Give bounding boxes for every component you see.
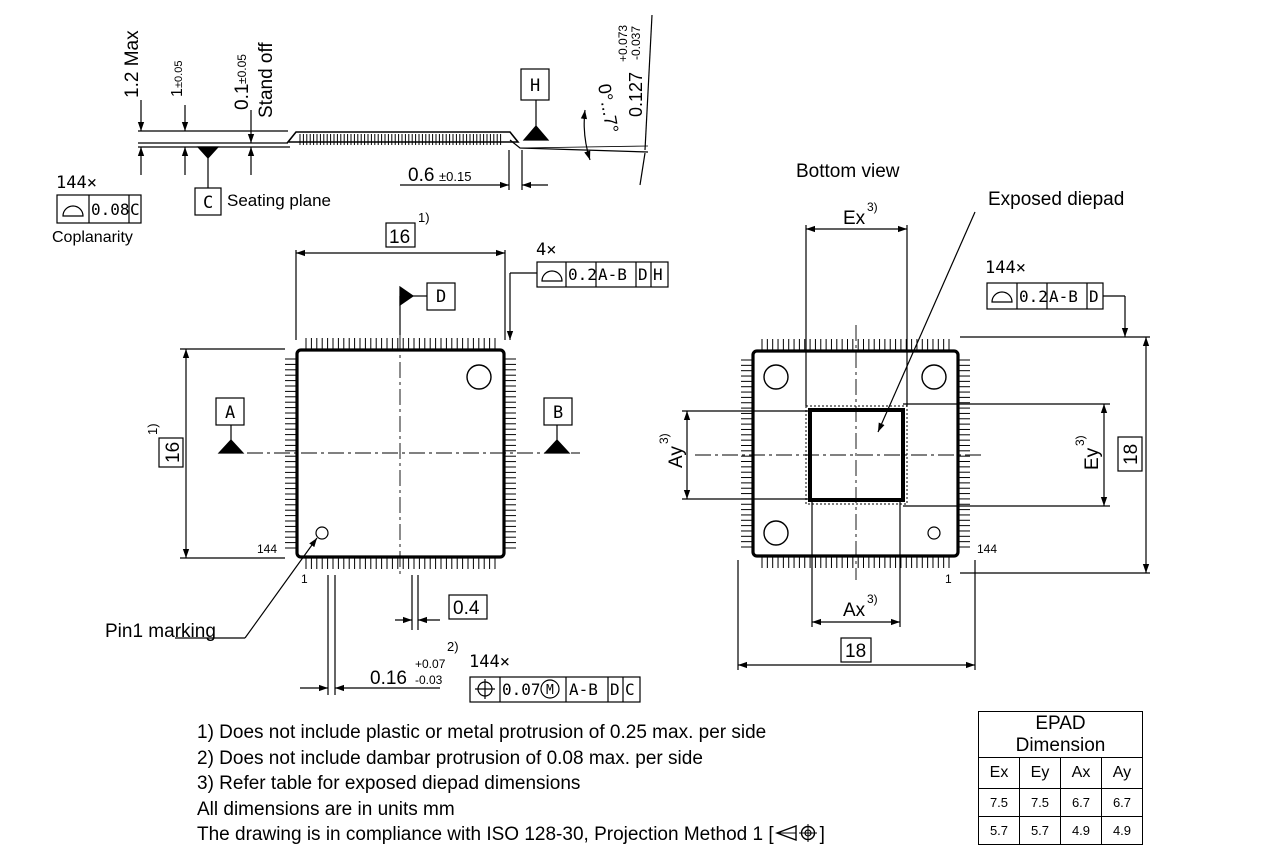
body-width-value: 16 bbox=[389, 227, 410, 248]
coplanarity-ref: C bbox=[130, 200, 140, 219]
epad-dimension-table: EPAD Dimension Ex Ey Ax Ay 7.5 7.5 6.7 6… bbox=[978, 711, 1143, 845]
epad-cell: 6.7 bbox=[1060, 788, 1102, 817]
dim-ay-note: 3) bbox=[657, 433, 671, 444]
note-3: 3) Refer table for exposed diepad dimens… bbox=[197, 773, 581, 794]
profile-top-ref1: A-B bbox=[598, 265, 627, 284]
profile-top-count: 4× bbox=[536, 240, 556, 260]
epad-cell: 4.9 bbox=[1060, 816, 1102, 845]
note-5-row: The drawing is in compliance with ISO 12… bbox=[197, 822, 825, 848]
coplanarity-count: 144× bbox=[56, 173, 97, 193]
datum-h: H bbox=[530, 76, 540, 96]
total-height-value: 18 bbox=[1121, 444, 1142, 465]
pitch-value: 0.4 bbox=[453, 598, 480, 619]
side-view-body bbox=[286, 131, 520, 143]
note-5: The drawing is in compliance with ISO 12… bbox=[197, 824, 774, 845]
bottom-view-leads bbox=[741, 339, 970, 568]
position-ref2: D bbox=[610, 680, 620, 699]
position-tol: 0.07 bbox=[502, 680, 541, 699]
pin-one-label-right: 1 bbox=[945, 572, 952, 586]
coplanarity-tol: 0.08 bbox=[91, 200, 130, 219]
profile-bottom-ref2: D bbox=[1089, 287, 1099, 306]
standoff-tol: ±0.05 bbox=[235, 54, 249, 84]
lead-width-note: 2) bbox=[447, 639, 459, 654]
epad-cell: 5.7 bbox=[978, 816, 1020, 845]
datum-c: C bbox=[203, 193, 213, 213]
pin1-marking-label: Pin1 marking bbox=[105, 621, 216, 642]
position-ref1: A-B bbox=[569, 680, 598, 699]
profile-top-tol: 0.2 bbox=[568, 265, 597, 284]
lead-width-tol-plus: +0.07 bbox=[415, 657, 446, 671]
lead-thickness-value: 0.127 bbox=[626, 72, 646, 117]
epad-cell: 7.5 bbox=[1019, 788, 1061, 817]
seating-plane-label: Seating plane bbox=[227, 191, 331, 210]
dim-ex-note: 3) bbox=[867, 200, 878, 214]
position-modifier: M bbox=[546, 683, 554, 698]
epad-table-title: EPAD Dimension bbox=[978, 711, 1143, 758]
pin-count-label-right: 144 bbox=[977, 542, 997, 556]
projection-method-icon bbox=[774, 824, 817, 842]
lead-angle-label: 0°...7° bbox=[594, 82, 622, 134]
lead-thickness-tol-plus: +0.073 bbox=[616, 25, 630, 62]
table-row: 7.5 7.5 6.7 6.7 bbox=[978, 788, 1143, 817]
profile-bottom-tol: 0.2 bbox=[1019, 287, 1048, 306]
dim-ex-label: Ex bbox=[843, 208, 866, 229]
profile-top-ref3: H bbox=[653, 265, 663, 284]
body-height-value: 16 bbox=[163, 442, 184, 463]
datum-d: D bbox=[436, 287, 446, 307]
max-height-label: 1.2 Max bbox=[122, 30, 143, 98]
note-4: All dimensions are in units mm bbox=[197, 798, 455, 820]
standoff-value: 0.1 bbox=[232, 84, 253, 110]
side-view-leads bbox=[299, 134, 502, 145]
lead-thickness-tol-minus: -0.037 bbox=[629, 26, 643, 60]
foot-length-value: 0.6 bbox=[408, 165, 434, 186]
body-width-note: 1) bbox=[418, 210, 430, 225]
top-view-leads bbox=[285, 338, 516, 569]
table-row: 5.7 5.7 4.9 4.9 bbox=[978, 816, 1143, 845]
epad-col-ax: Ax bbox=[1060, 757, 1102, 789]
lead-width-value: 0.16 bbox=[370, 668, 407, 689]
dim-ey-note: 3) bbox=[1073, 435, 1087, 446]
drawing-notes: 1) Does not include plastic or metal pro… bbox=[197, 720, 825, 848]
standoff-label: Stand off bbox=[256, 42, 277, 118]
position-ref3: C bbox=[625, 680, 635, 699]
profile-bottom-count: 144× bbox=[985, 258, 1026, 278]
profile-top-ref2: D bbox=[638, 265, 648, 284]
position-count: 144× bbox=[469, 652, 510, 672]
datum-b: B bbox=[553, 403, 563, 423]
epad-cell: 4.9 bbox=[1101, 816, 1143, 845]
exposed-diepad-label: Exposed diepad bbox=[988, 189, 1124, 210]
epad-cell: 5.7 bbox=[1019, 816, 1061, 845]
epad-col-ey: Ey bbox=[1019, 757, 1061, 789]
epad-cell: 6.7 bbox=[1101, 788, 1143, 817]
pin-one-label-left: 1 bbox=[301, 572, 308, 586]
epad-col-ex: Ex bbox=[978, 757, 1020, 789]
note-2: 2) Does not include dambar protrusion of… bbox=[197, 747, 703, 769]
coplanarity-label: Coplanarity bbox=[52, 229, 133, 246]
bottom-view bbox=[682, 211, 1150, 670]
dim-ay-label: Ay bbox=[666, 446, 687, 468]
dim-ax-label: Ax bbox=[843, 600, 866, 621]
note-5-end: ] bbox=[819, 824, 825, 845]
body-thickness-value: 1 bbox=[169, 88, 186, 97]
body-height-note: 1) bbox=[145, 423, 160, 435]
total-width-value: 18 bbox=[845, 641, 866, 662]
dim-ey-label: Ey bbox=[1082, 447, 1103, 470]
top-view bbox=[158, 222, 669, 703]
bottom-view-title: Bottom view bbox=[796, 161, 900, 182]
lead-width-tol-minus: -0.03 bbox=[415, 673, 443, 687]
foot-length-tol: ±0.15 bbox=[439, 169, 471, 184]
side-view bbox=[56, 14, 653, 224]
note-1: 1) Does not include plastic or metal pro… bbox=[197, 722, 767, 743]
datum-a: A bbox=[225, 403, 235, 423]
top-view-body bbox=[295, 348, 506, 559]
pin-count-label-left: 144 bbox=[257, 542, 277, 556]
epad-cell: 7.5 bbox=[978, 788, 1020, 817]
dim-ax-note: 3) bbox=[867, 592, 878, 606]
profile-bottom-ref1: A-B bbox=[1049, 287, 1078, 306]
bottom-view-body bbox=[751, 349, 960, 558]
epad-col-ay: Ay bbox=[1101, 757, 1143, 789]
body-thickness-tol: ±0.05 bbox=[173, 61, 185, 88]
